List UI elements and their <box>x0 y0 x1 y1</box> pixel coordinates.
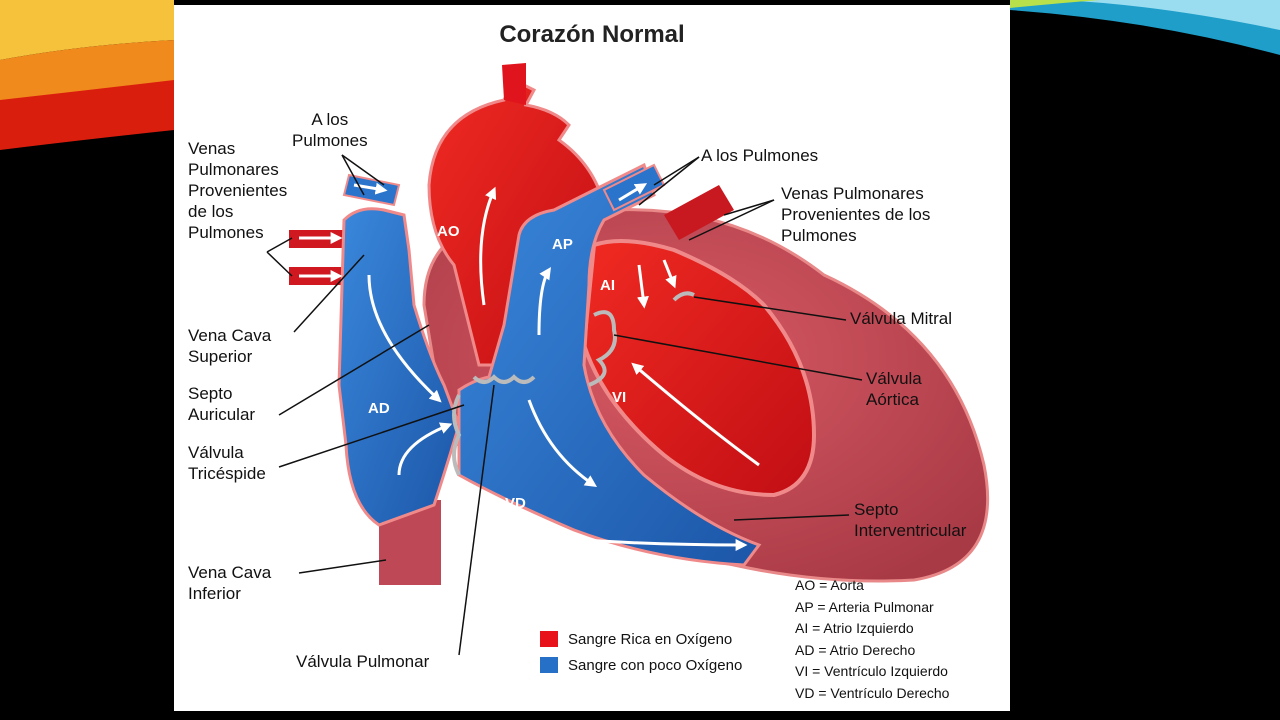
label-tricuspid-valve: Válvula Tricéspide <box>188 443 266 483</box>
legend-label-oxygen-poor: Sangre con poco Oxígeno <box>568 657 743 674</box>
label-to-lungs-left: A los Pulmones <box>292 110 368 150</box>
label-mitral-valve: Válvula Mitral <box>850 309 953 328</box>
diagram-panel: Corazón Normal A los Pulmones Venas Pulm… <box>174 5 1010 711</box>
diagram-title: Corazón Normal <box>499 21 685 48</box>
label-pulmonary-valve: Válvula Pulmonar <box>296 652 430 671</box>
abbreviation-item: AO = Aorta <box>795 577 864 593</box>
label-interventricular-septum: Septo Interventricular <box>854 500 967 540</box>
abbreviation-item: VI = Ventrículo Izquierdo <box>795 663 948 679</box>
abbreviation-list: AO = Aorta AP = Arteria Pulmonar AI = At… <box>795 575 949 704</box>
chamber-ai: AI <box>600 277 615 294</box>
legend-swatch-oxygen-rich <box>540 631 558 647</box>
chamber-vi: VI <box>612 389 627 406</box>
abbreviation-item: VD = Ventrículo Derecho <box>795 684 950 701</box>
legend-label-oxygen-rich: Sangre Rica en Oxígeno <box>568 631 733 648</box>
abbreviation-item: AP = Arteria Pulmonar <box>795 598 934 615</box>
chamber-ap: AP <box>552 236 573 253</box>
legend-swatch-oxygen-poor <box>540 657 558 673</box>
abbreviation-item: AD = Atrio Derecho <box>795 641 916 658</box>
heart-illustration <box>266 63 990 656</box>
chamber-vd: VD <box>505 495 526 512</box>
chamber-ad: AD <box>368 400 390 417</box>
label-atrial-septum: Septo Auricular <box>188 384 256 424</box>
abbreviation-item: AI = Atrio Izquierdo <box>795 620 914 636</box>
label-inferior-vena-cava: Vena Cava Inferior <box>188 563 272 603</box>
chamber-ao: AO <box>437 223 460 240</box>
label-pulmonary-veins-right: Venas Pulmonares Provenientes de los Pul… <box>781 184 931 245</box>
label-superior-vena-cava: Vena Cava Superior <box>188 326 272 366</box>
label-to-lungs-right: A los Pulmones <box>701 146 819 165</box>
label-aortic-valve: Válvula Aórtica <box>866 369 922 409</box>
label-pulmonary-veins-left: Venas Pulmonares Provenientes de los Pul… <box>188 139 288 242</box>
